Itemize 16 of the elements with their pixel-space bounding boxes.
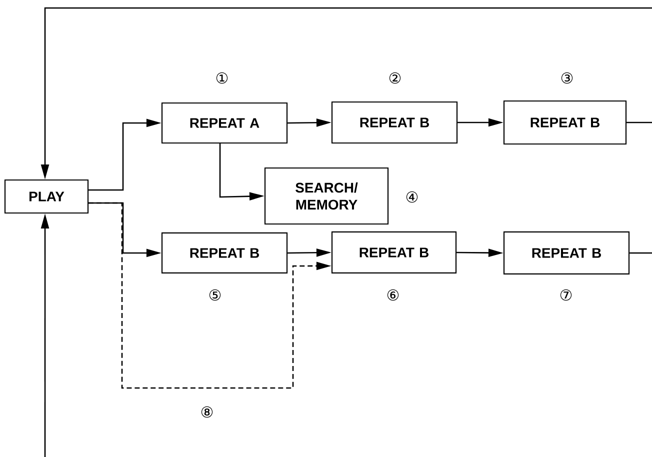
- step-number: ⑥: [387, 289, 399, 301]
- step-number: ④: [406, 191, 418, 203]
- process-box: REPEAT B: [503, 231, 630, 275]
- process-box: REPEAT B: [503, 100, 627, 145]
- step-number: ⑦: [560, 289, 572, 301]
- step-number: ①: [216, 72, 228, 84]
- step-number: ②: [389, 72, 401, 84]
- process-box: PLAY: [4, 179, 89, 214]
- step-number: ③: [561, 72, 573, 84]
- process-box: REPEAT A: [161, 102, 288, 144]
- edge-label: ⑧: [199, 405, 215, 419]
- process-box: REPEAT B: [161, 232, 288, 274]
- process-box: REPEAT B: [331, 101, 458, 144]
- process-box: SEARCH/ MEMORY: [264, 167, 389, 225]
- process-box: REPEAT B: [331, 231, 457, 274]
- step-number: ⑤: [209, 289, 221, 301]
